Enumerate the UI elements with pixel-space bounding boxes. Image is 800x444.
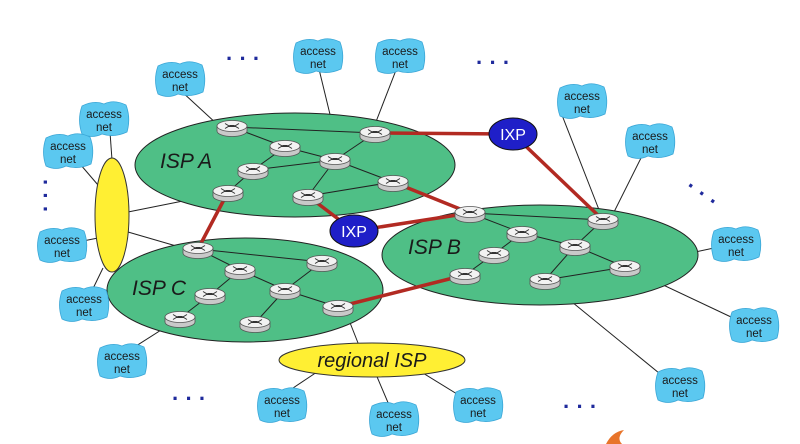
ellipsis-top-right: · · · bbox=[476, 50, 510, 75]
access-net-cloud: access net bbox=[369, 401, 420, 437]
access-net-cloud: access net bbox=[155, 61, 206, 97]
isp-a-label: ISP A bbox=[160, 150, 212, 173]
isp-b-label: ISP B bbox=[408, 236, 461, 259]
svg-text:access: access bbox=[104, 351, 140, 363]
svg-text:access: access bbox=[736, 315, 772, 327]
svg-text:access: access bbox=[264, 395, 300, 407]
svg-text:net: net bbox=[470, 408, 487, 420]
access-net-cloud: access net bbox=[375, 38, 426, 74]
svg-text:access: access bbox=[662, 375, 698, 387]
ellipsis-bottom-left: · · · bbox=[172, 386, 206, 411]
svg-text:net: net bbox=[642, 144, 659, 156]
svg-text:net: net bbox=[172, 82, 189, 94]
svg-text:net: net bbox=[574, 104, 591, 116]
svg-text:net: net bbox=[114, 364, 131, 376]
svg-text:net: net bbox=[96, 122, 113, 134]
svg-text:access: access bbox=[66, 294, 102, 306]
svg-text:net: net bbox=[746, 328, 763, 340]
isp-c-label: ISP C bbox=[132, 277, 187, 300]
regional-isp-hub-left bbox=[94, 157, 130, 273]
access-net-cloud: access net bbox=[655, 367, 706, 403]
access-net-cloud: access net bbox=[711, 226, 762, 262]
ellipsis-top-left: · · · bbox=[226, 46, 260, 71]
svg-text:access: access bbox=[44, 235, 80, 247]
ixp-top: IXP bbox=[488, 117, 538, 151]
access-net-cloud: access net bbox=[625, 123, 676, 159]
svg-text:access: access bbox=[50, 141, 86, 153]
access-net-cloud: access net bbox=[557, 83, 608, 119]
svg-text:net: net bbox=[386, 422, 403, 434]
svg-text:net: net bbox=[392, 59, 409, 71]
svg-text:access: access bbox=[382, 46, 418, 58]
svg-text:access: access bbox=[86, 109, 122, 121]
access-net-cloud: access net bbox=[293, 38, 344, 74]
access-net-cloud: access net bbox=[43, 133, 94, 169]
ixp-middle: IXP bbox=[329, 214, 379, 248]
access-net-cloud: access net bbox=[729, 307, 780, 343]
svg-text:net: net bbox=[310, 59, 327, 71]
svg-text:net: net bbox=[76, 307, 93, 319]
ixp-middle-label: IXP bbox=[341, 224, 367, 241]
ixp-top-label: IXP bbox=[500, 127, 526, 144]
logo-fragment bbox=[606, 430, 624, 444]
svg-text:net: net bbox=[274, 408, 291, 420]
ellipsis-left: · · · bbox=[33, 178, 58, 212]
access-net-cloud: access net bbox=[37, 227, 88, 263]
regional-isp: regional ISP bbox=[278, 342, 466, 378]
access-net-cloud: access net bbox=[59, 286, 110, 322]
svg-text:access: access bbox=[376, 409, 412, 421]
svg-text:access: access bbox=[632, 131, 668, 143]
svg-text:net: net bbox=[728, 247, 745, 259]
svg-text:access: access bbox=[300, 46, 336, 58]
ellipsis-right: · · · bbox=[681, 174, 723, 214]
svg-text:net: net bbox=[54, 248, 71, 260]
access-net-cloud: access net bbox=[79, 101, 130, 137]
svg-text:access: access bbox=[564, 91, 600, 103]
svg-text:net: net bbox=[60, 154, 77, 166]
svg-text:access: access bbox=[460, 395, 496, 407]
access-net-cloud: access net bbox=[97, 343, 148, 379]
ellipsis-bottom-right: · · · bbox=[563, 394, 597, 419]
access-net-cloud: access net bbox=[257, 387, 308, 423]
access-nets: access net access net access net access … bbox=[37, 38, 780, 437]
access-net-cloud: access net bbox=[453, 387, 504, 423]
svg-text:net: net bbox=[672, 388, 689, 400]
svg-text:access: access bbox=[162, 69, 198, 81]
regional-isp-label: regional ISP bbox=[318, 350, 428, 372]
svg-text:access: access bbox=[718, 234, 754, 246]
